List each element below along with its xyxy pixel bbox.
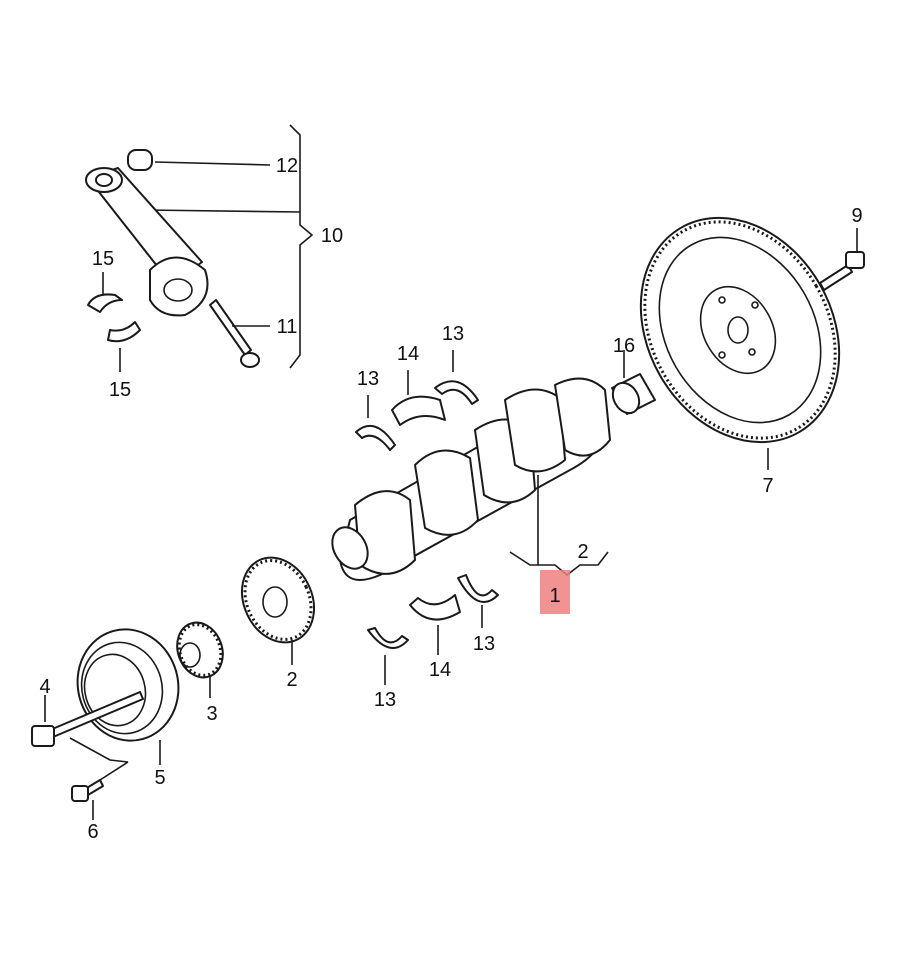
callout-7[interactable]: 7 <box>762 475 773 497</box>
callout-4[interactable]: 4 <box>39 676 50 698</box>
callout-14-upper[interactable]: 14 <box>397 343 419 365</box>
damper-bolt <box>71 761 129 820</box>
callout-10[interactable]: 10 <box>321 225 343 247</box>
callout-labels: 1 2 2 3 4 5 6 7 9 10 11 12 13 13 13 13 1… <box>39 155 862 843</box>
callout-leaders-extra <box>102 272 121 372</box>
callout-13-lower-right[interactable]: 13 <box>473 633 495 655</box>
callout-2-gear[interactable]: 2 <box>286 669 297 691</box>
damper-center-bolt <box>31 691 144 747</box>
callout-5[interactable]: 5 <box>154 767 165 789</box>
thrust-washer-lower-right <box>457 574 499 628</box>
rod-bolt <box>209 299 270 368</box>
callout-9[interactable]: 9 <box>851 205 862 227</box>
main-bearing-shell-lower <box>409 594 461 655</box>
vibration-damper <box>69 628 180 765</box>
callout-15-lower[interactable]: 15 <box>109 379 131 401</box>
needle-bearing <box>611 350 656 415</box>
callout-12[interactable]: 12 <box>276 155 298 177</box>
callout-16[interactable]: 16 <box>613 335 635 357</box>
callout-1-highlight <box>540 570 570 614</box>
main-bearing-shell-upper <box>391 370 446 426</box>
callout-2-crankshaft[interactable]: 2 <box>577 541 588 563</box>
rod-bearing-shells <box>87 293 141 343</box>
crankshaft-gear <box>241 556 315 665</box>
callout-13-lower-left[interactable]: 13 <box>374 689 396 711</box>
thrust-washer-lower-left <box>367 627 409 685</box>
oil-pump-pinion <box>176 621 224 698</box>
callout-3[interactable]: 3 <box>206 703 217 725</box>
callout-13-upper-left[interactable]: 13 <box>357 368 379 390</box>
callout-6[interactable]: 6 <box>87 821 98 843</box>
thrust-washer-upper-right <box>434 350 479 405</box>
thrust-washer-upper-left <box>355 395 396 451</box>
crankshaft <box>331 377 611 581</box>
callout-11[interactable]: 11 <box>277 316 298 338</box>
callout-13-upper-right[interactable]: 13 <box>442 323 464 345</box>
callout-14-lower[interactable]: 14 <box>429 659 451 681</box>
flywheel-bolt <box>819 228 865 291</box>
callout-15-upper[interactable]: 15 <box>92 248 114 270</box>
flywheel <box>639 216 841 470</box>
callout-1[interactable]: 1 <box>549 585 560 607</box>
connecting-rod-assembly <box>85 124 314 369</box>
